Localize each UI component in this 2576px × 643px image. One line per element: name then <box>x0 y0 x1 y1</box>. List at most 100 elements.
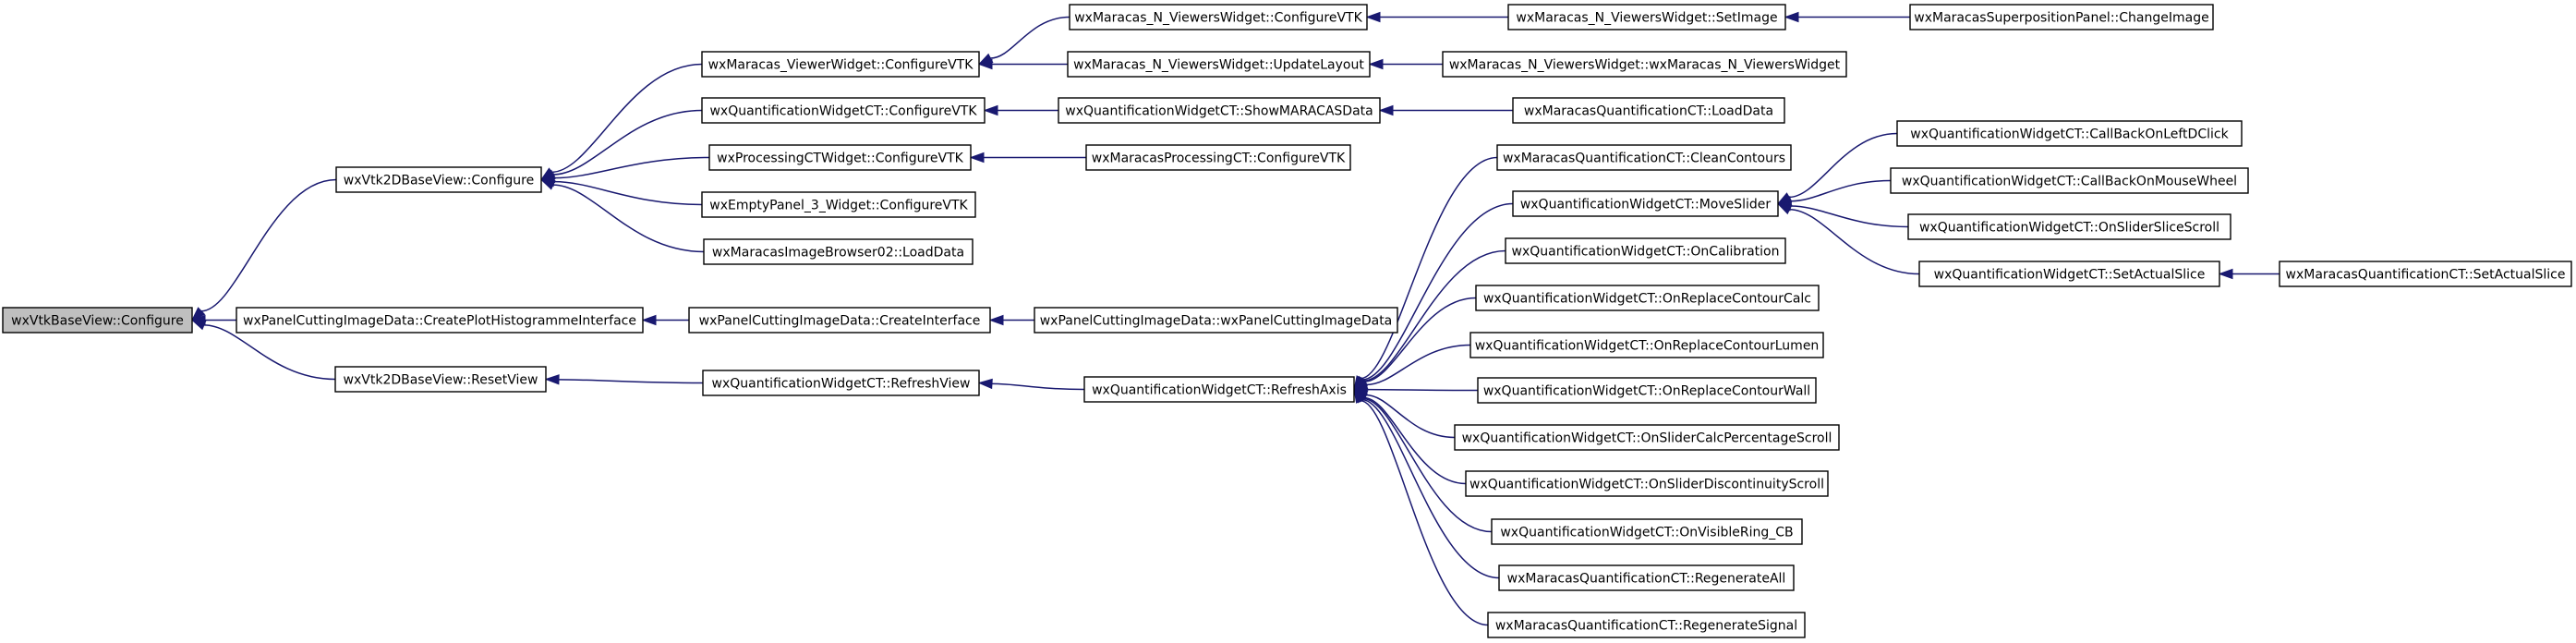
edge-n_nviewers_conf-to-n_viewer_conf <box>977 16 1070 66</box>
node-label: wxQuantificationWidgetCT::OnSliderCalcPe… <box>1462 431 1832 446</box>
node-box <box>1918 261 2220 287</box>
node-qwct-move[interactable]: wxQuantificationWidgetCT::MoveSlider <box>1512 190 1779 217</box>
node-label: wxEmptyPanel_3_Widget::ConfigureVTK <box>709 199 968 213</box>
node-box <box>1512 190 1779 217</box>
node-box <box>2 307 193 334</box>
node-qwct-show[interactable]: wxQuantificationWidgetCT::ShowMARACASDat… <box>1058 97 1381 124</box>
edge-n_v2d_reset-to-n_root <box>190 319 336 381</box>
node-mqct-regenall[interactable]: wxMaracasQuantificationCT::RegenerateAll <box>1498 564 1795 591</box>
node-qwct-calib[interactable]: wxQuantificationWidgetCT::OnCalibration <box>1505 237 1786 264</box>
node-box <box>1465 470 1829 497</box>
node-mqct-setslice[interactable]: wxMaracasQuantificationCT::SetActualSlic… <box>2279 261 2572 287</box>
node-qwct-leftdclick[interactable]: wxQuantificationWidgetCT::CallBackOnLeft… <box>1896 120 2243 147</box>
node-root[interactable]: wxVtkBaseView::Configure <box>2 307 193 334</box>
edge-line <box>1364 297 1477 382</box>
node-qwct-calcperc[interactable]: wxQuantificationWidgetCT::OnSliderCalcPe… <box>1454 424 1840 451</box>
node-label: wxQuantificationWidgetCT::CallBackOnMous… <box>1902 175 2237 189</box>
node-box <box>1442 51 1847 78</box>
edge-line <box>551 63 703 174</box>
node-label: wxQuantificationWidgetCT::RefreshAxis <box>1092 383 1347 398</box>
node-label: wxQuantificationWidgetCT::OnSliderDiscon… <box>1469 478 1824 492</box>
node-qwct-visible[interactable]: wxQuantificationWidgetCT::OnVisibleRing_… <box>1491 518 1803 545</box>
node-box <box>701 97 986 124</box>
node-box <box>1058 97 1381 124</box>
edge-n_nviewers_ctor-to-n_nviewers_update <box>1368 58 1443 70</box>
edge-line <box>200 178 337 312</box>
node-label: wxProcessingCTWidget::ConfigureVTK <box>717 152 964 166</box>
node-superpos-change[interactable]: wxMaracasSuperpositionPanel::ChangeImage <box>1909 4 2214 30</box>
edge-line <box>552 109 703 176</box>
node-qwct-slicescroll[interactable]: wxQuantificationWidgetCT::OnSliderSliceS… <box>1907 213 2231 240</box>
nodes-layer: wxVtkBaseView::ConfigurewxVtk2DBaseView:… <box>2 4 2572 638</box>
edge-n_qwct_show-to-n_qwct_conf <box>983 104 1058 116</box>
node-label: wxMaracasProcessingCT::ConfigureVTK <box>1092 152 1346 166</box>
node-label: wxQuantificationWidgetCT::CallBackOnLeft… <box>1910 127 2229 142</box>
node-viewer-conf[interactable]: wxMaracas_ViewerWidget::ConfigureVTK <box>701 51 980 78</box>
node-nviewers-setimage[interactable]: wxMaracas_N_ViewersWidget::SetImage <box>1507 4 1786 30</box>
edge-line <box>1790 205 1909 228</box>
node-label: wxQuantificationWidgetCT::ConfigureVTK <box>709 104 977 119</box>
edge-n_qwct_setslice-to-n_qwct_move <box>1776 202 1920 275</box>
node-pci-ctor[interactable]: wxPanelCuttingImageData::wxPanelCuttingI… <box>1034 307 1398 334</box>
node-mqct-load[interactable]: wxMaracasQuantificationCT::LoadData <box>1512 97 1785 124</box>
edge-line <box>1789 208 1920 275</box>
edge-n_pct_conf-to-n_v2d_conf <box>539 156 710 184</box>
edge-arrowhead <box>544 374 560 385</box>
node-pci-plot[interactable]: wxPanelCuttingImageData::CreatePlotHisto… <box>236 307 644 334</box>
node-qwct-calc[interactable]: wxQuantificationWidgetCT::OnReplaceConto… <box>1475 285 1820 311</box>
node-pct-conf[interactable]: wxProcessingCTWidget::ConfigureVTK <box>708 144 972 171</box>
edge-n_qwct_lumen-to-n_qwct_refreshaxis <box>1352 344 1471 391</box>
node-box <box>1067 51 1371 78</box>
node-mqct-clean[interactable]: wxMaracasQuantificationCT::CleanContours <box>1496 144 1792 171</box>
edge-arrowhead <box>1368 58 1384 70</box>
node-label: wxPanelCuttingImageData::CreatePlotHisto… <box>243 314 636 329</box>
edge-arrowhead <box>969 152 985 164</box>
node-nviewers-conf[interactable]: wxMaracas_N_ViewersWidget::ConfigureVTK <box>1069 4 1368 30</box>
edge-arrowhead <box>1776 202 1793 215</box>
node-mqct-regensig[interactable]: wxMaracasQuantificationCT::RegenerateSig… <box>1487 612 1806 638</box>
edge-line <box>1789 132 1898 199</box>
edge-line <box>1366 388 1479 392</box>
node-box <box>1454 424 1840 451</box>
node-qwct-refreshview[interactable]: wxQuantificationWidgetCT::RefreshView <box>702 370 980 396</box>
edge-arrowhead <box>641 314 657 326</box>
edge-line <box>1362 202 1514 381</box>
node-qwct-lumen[interactable]: wxQuantificationWidgetCT::OnReplaceConto… <box>1469 332 1824 358</box>
node-empty-conf[interactable]: wxEmptyPanel_3_Widget::ConfigureVTK <box>701 191 976 218</box>
edge-line <box>203 324 336 381</box>
node-label: wxMaracas_N_ViewersWidget::SetImage <box>1516 11 1777 26</box>
node-v2d-reset[interactable]: wxVtk2DBaseView::ResetView <box>334 366 547 393</box>
edge-arrowhead <box>190 319 207 331</box>
node-v2d-conf[interactable]: wxVtk2DBaseView::Configure <box>335 166 542 193</box>
node-qwct-wheel[interactable]: wxQuantificationWidgetCT::CallBackOnMous… <box>1890 167 2249 194</box>
node-label: wxMaracasQuantificationCT::SetActualSlic… <box>2286 268 2566 283</box>
node-box <box>1505 237 1786 264</box>
node-qwct-refreshaxis[interactable]: wxQuantificationWidgetCT::RefreshAxis <box>1083 376 1355 403</box>
edge-n_mpct_conf-to-n_pct_conf <box>969 152 1087 164</box>
node-label: wxQuantificationWidgetCT::RefreshView <box>712 377 971 392</box>
node-box <box>688 307 991 334</box>
node-nviewers-update[interactable]: wxMaracas_N_ViewersWidget::UpdateLayout <box>1067 51 1371 78</box>
node-mpct-conf[interactable]: wxMaracasProcessingCT::ConfigureVTK <box>1085 144 1351 171</box>
edge-n_mqct_load-to-n_qwct_show <box>1378 104 1513 116</box>
node-box <box>1498 564 1795 591</box>
node-qwct-conf[interactable]: wxQuantificationWidgetCT::ConfigureVTK <box>701 97 986 124</box>
node-label: wxPanelCuttingImageData::wxPanelCuttingI… <box>1040 314 1393 329</box>
edge-n_v2d_conf-to-n_root <box>190 178 337 322</box>
node-box <box>1469 332 1824 358</box>
node-box <box>334 366 547 393</box>
node-box <box>1034 307 1398 334</box>
node-pci-create[interactable]: wxPanelCuttingImageData::CreateInterface <box>688 307 991 334</box>
node-label: wxQuantificationWidgetCT::OnVisibleRing_… <box>1500 526 1793 540</box>
node-box <box>1477 377 1817 404</box>
node-browser-load[interactable]: wxMaracasImageBrowser02::LoadData <box>703 238 974 265</box>
node-qwct-discont[interactable]: wxQuantificationWidgetCT::OnSliderDiscon… <box>1465 470 1829 497</box>
node-nviewers-ctor[interactable]: wxMaracas_N_ViewersWidget::wxMaracas_N_V… <box>1442 51 1847 78</box>
node-box <box>335 166 542 193</box>
node-qwct-setslice[interactable]: wxQuantificationWidgetCT::SetActualSlice <box>1918 261 2220 287</box>
node-box <box>1507 4 1786 30</box>
node-box <box>1496 144 1792 171</box>
edge-n_mqct_setslice-to-n_qwct_setslice <box>2218 268 2280 280</box>
node-box <box>701 51 980 78</box>
node-qwct-wall[interactable]: wxQuantificationWidgetCT::OnReplaceConto… <box>1477 377 1817 404</box>
